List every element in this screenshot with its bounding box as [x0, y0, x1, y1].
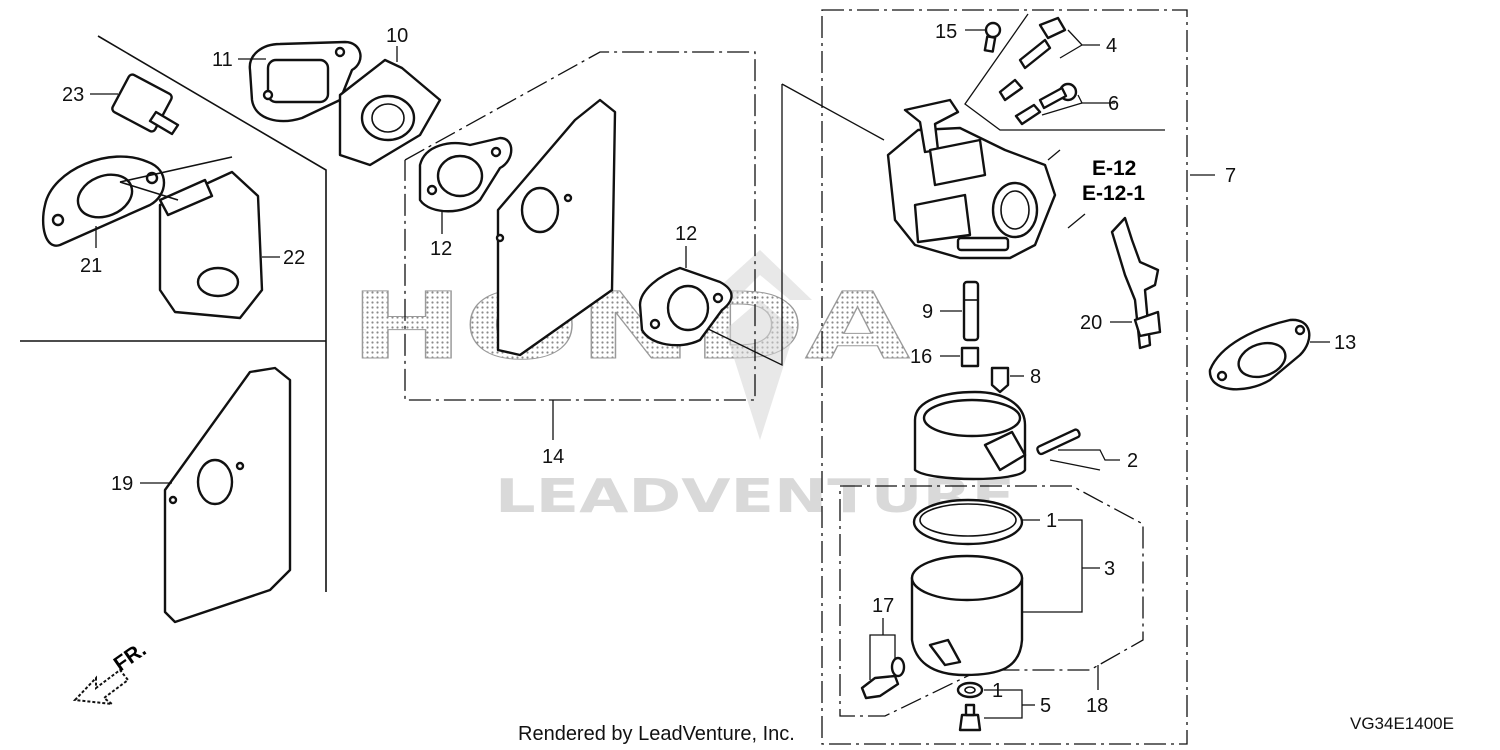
callout-6: 6	[1108, 93, 1119, 115]
callout-12-lower: 12	[675, 223, 697, 245]
part-12-gasket-upper	[418, 136, 513, 234]
callout-18: 18	[1086, 695, 1108, 717]
part-10-insulator	[338, 46, 442, 167]
callout-8: 8	[1030, 366, 1041, 388]
group-box-7	[821, 9, 1188, 745]
rendered-by-text: Rendered by LeadVenture, Inc.	[518, 723, 795, 745]
diagram-code: VG34E1400E	[1350, 714, 1454, 733]
part-20-linkage	[1110, 216, 1162, 350]
part-16-main-jet	[940, 346, 980, 368]
callout-17: 17	[872, 595, 894, 617]
part-13-gasket	[1208, 318, 1330, 391]
callout-labels: 23 21 22 11 10 12 12 14 19 15 4 6 7 20 1…	[62, 21, 1356, 717]
reference-e12-1: E-12-1	[1082, 182, 1145, 205]
part-21-gasket	[41, 155, 166, 248]
part-1-o-ring	[912, 498, 1040, 546]
front-direction-arrow: FR.	[72, 638, 151, 706]
group-box-4-6	[964, 13, 1165, 131]
callout-10: 10	[386, 25, 408, 47]
part-14-plate	[495, 98, 617, 357]
callout-15: 15	[935, 21, 957, 43]
callout-5: 5	[1040, 695, 1051, 717]
part-6-screw	[1014, 82, 1115, 126]
part-9-jet	[940, 280, 980, 342]
group-box-14	[404, 51, 885, 401]
callout-13: 13	[1334, 332, 1356, 354]
footer: Rendered by LeadVenture, Inc. VG34E1400E	[518, 714, 1454, 745]
part-8-float-valve	[990, 366, 1024, 394]
part-3-float-bowl	[910, 519, 1100, 677]
arrow-icon	[72, 668, 130, 706]
part-2-float-pin	[1036, 428, 1120, 471]
part-19-plate	[140, 366, 292, 624]
direction-label: FR.	[110, 638, 151, 676]
callout-11: 11	[212, 49, 233, 71]
group-box-18	[839, 485, 1144, 717]
callout-1-upper: 1	[1046, 510, 1057, 532]
callout-9: 9	[922, 301, 933, 323]
part-11-gasket	[238, 40, 362, 123]
part-5-drain-screw	[956, 665, 1099, 732]
callout-22: 22	[283, 247, 305, 269]
part-7-carburetor	[886, 98, 1215, 260]
svg-text:HONDA: HONDA	[350, 273, 910, 380]
callout-20: 20	[1080, 312, 1102, 334]
part-15-screw	[965, 21, 1002, 53]
part-17-bolt	[860, 618, 906, 700]
callout-21: 21	[80, 255, 102, 277]
section-dividers	[20, 35, 327, 592]
part-23-collar	[90, 73, 180, 136]
part-12-gasket-lower	[638, 246, 733, 347]
reference-e12: E-12	[1092, 157, 1136, 180]
callout-19: 19	[111, 473, 133, 495]
reference-labels: E-12 E-12-1	[1082, 157, 1145, 205]
callout-3: 3	[1104, 558, 1115, 580]
callout-7: 7	[1225, 165, 1236, 187]
part-22-insulator	[119, 156, 280, 320]
callout-4: 4	[1106, 35, 1117, 57]
float-assembly	[913, 390, 1027, 481]
callout-14: 14	[542, 446, 564, 468]
callout-2: 2	[1127, 450, 1138, 472]
callout-12-upper: 12	[430, 238, 452, 260]
callout-23: 23	[62, 84, 84, 106]
callout-1-lower: 1	[992, 680, 1003, 702]
callout-16: 16	[910, 346, 932, 368]
honda-watermark: HONDA	[350, 273, 911, 381]
part-4-screw	[998, 16, 1100, 102]
